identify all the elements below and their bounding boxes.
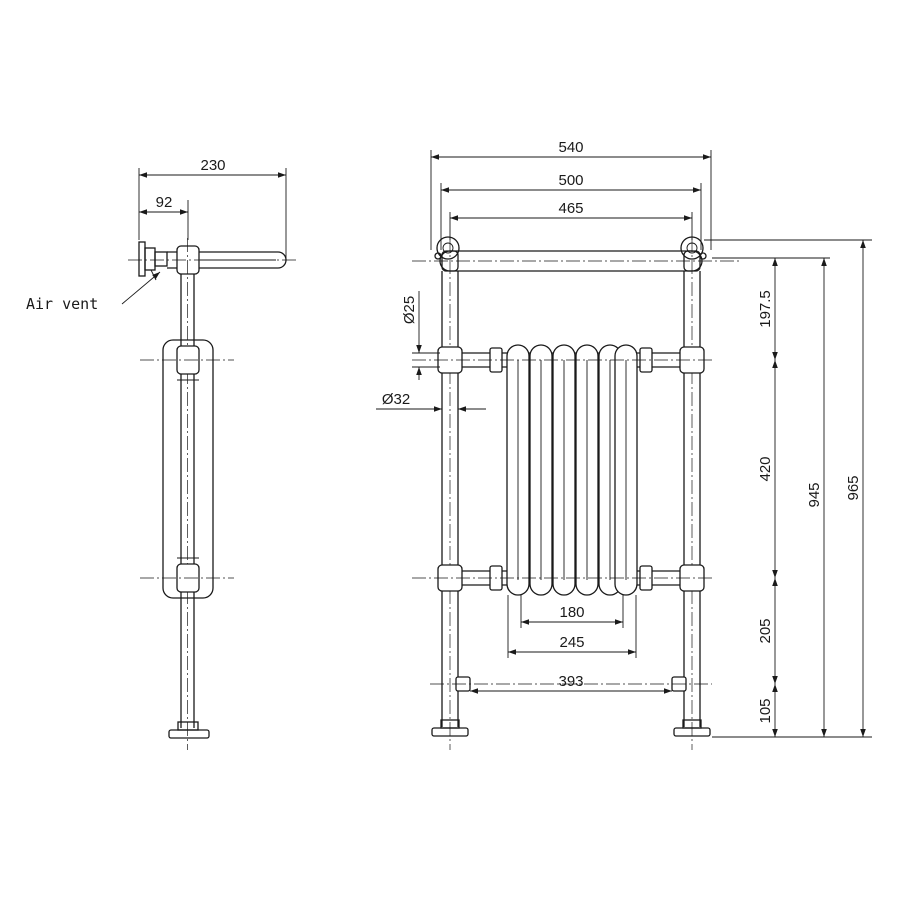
side-view: 230 92 Air vent: [26, 157, 298, 750]
front-dim-393-label: 393: [558, 673, 583, 690]
air-vent-label: Air vent: [26, 295, 98, 313]
side-wall-bracket: [138, 241, 168, 281]
front-dimension-540: 540: [430, 139, 712, 250]
front-dimension-500: 500: [440, 172, 702, 250]
side-radiator-profile: [162, 339, 214, 599]
front-dim-105-label: 105: [757, 698, 774, 723]
front-dim-420-label: 420: [757, 456, 774, 481]
front-left-leg: [431, 238, 469, 750]
front-dimension-420: 420: [757, 360, 778, 578]
front-dim-965-label: 965: [845, 475, 862, 500]
front-radiator: [506, 344, 638, 596]
side-dimension-92: 92: [139, 194, 189, 240]
front-dim-205-label: 205: [757, 618, 774, 643]
front-dimension-965: 965: [845, 240, 866, 737]
side-dim-92-label: 92: [156, 194, 173, 211]
front-dimension-105: 105: [757, 684, 778, 737]
side-foot: [168, 721, 210, 739]
front-dimension-197-5: 197.5: [757, 258, 778, 360]
front-dim-180-label: 180: [559, 604, 584, 621]
side-dimension-230: 230: [138, 157, 287, 258]
front-header-pipes: [437, 346, 705, 592]
side-dim-230-label: 230: [200, 157, 225, 174]
front-dim-465-label: 465: [558, 200, 583, 217]
front-height-extension-lines: [704, 239, 872, 738]
front-centre-lines: [412, 260, 740, 685]
front-dim-197-5-label: 197.5: [757, 290, 774, 328]
front-dimension-393: 393: [470, 673, 672, 694]
front-dimension-205: 205: [757, 578, 778, 684]
front-dim-945-label: 945: [806, 482, 823, 507]
front-dimension-d25: Ø25: [401, 291, 440, 380]
front-dimension-180: 180: [520, 595, 624, 628]
side-vertical-pipe: [180, 238, 195, 750]
air-vent-callout: Air vent: [26, 271, 161, 313]
front-dim-245-label: 245: [559, 634, 584, 651]
front-dim-d32-label: Ø32: [382, 391, 410, 408]
front-dimension-465: 465: [449, 200, 693, 240]
front-dimension-945: 945: [806, 258, 827, 737]
front-dimension-d32: Ø32: [376, 391, 486, 412]
front-dim-500-label: 500: [558, 172, 583, 189]
front-view: 540 500 465 Ø25 Ø32: [376, 139, 872, 750]
front-wall-brackets: [434, 236, 707, 260]
front-dim-d25-label: Ø25: [401, 296, 418, 324]
front-dim-540-label: 540: [558, 139, 583, 156]
side-centre-lines: [128, 259, 298, 579]
front-dimension-245: 245: [507, 595, 637, 658]
front-right-leg: [673, 238, 711, 750]
